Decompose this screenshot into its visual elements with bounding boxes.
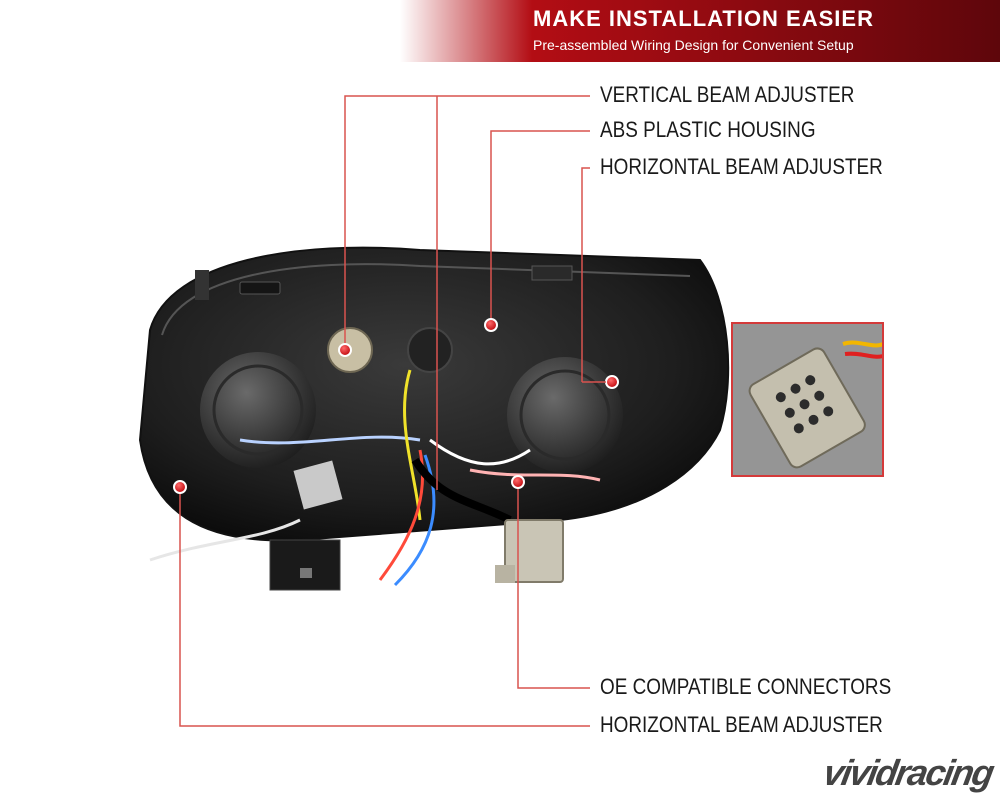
callout-oe-compatible-connectors: OE COMPATIBLE CONNECTORS: [600, 674, 892, 699]
callout-lines: [179, 95, 590, 727]
vividracing-logo: vividracing: [820, 752, 996, 793]
callout-horizontal-beam-adjuster-top: HORIZONTAL BEAM ADJUSTER: [600, 154, 883, 179]
callout-vertical-beam-adjuster: VERTICAL BEAM ADJUSTER: [600, 82, 855, 107]
right-bulb-cap: [507, 357, 623, 473]
banner-subtitle: Pre-assembled Wiring Design for Convenie…: [533, 37, 854, 53]
callout-dots: [173, 318, 619, 494]
callout-horizontal-beam-adjuster-bottom: HORIZONTAL BEAM ADJUSTER: [600, 712, 883, 737]
header-banner: [400, 0, 1000, 62]
callout-abs-plastic-housing: ABS PLASTIC HOUSING: [600, 117, 816, 142]
connector-closeup-inset: [731, 322, 884, 477]
left-bulb-cap: [200, 352, 316, 468]
banner-title: MAKE INSTALLATION EASIER: [533, 6, 874, 31]
wiring-harness: [149, 369, 601, 587]
